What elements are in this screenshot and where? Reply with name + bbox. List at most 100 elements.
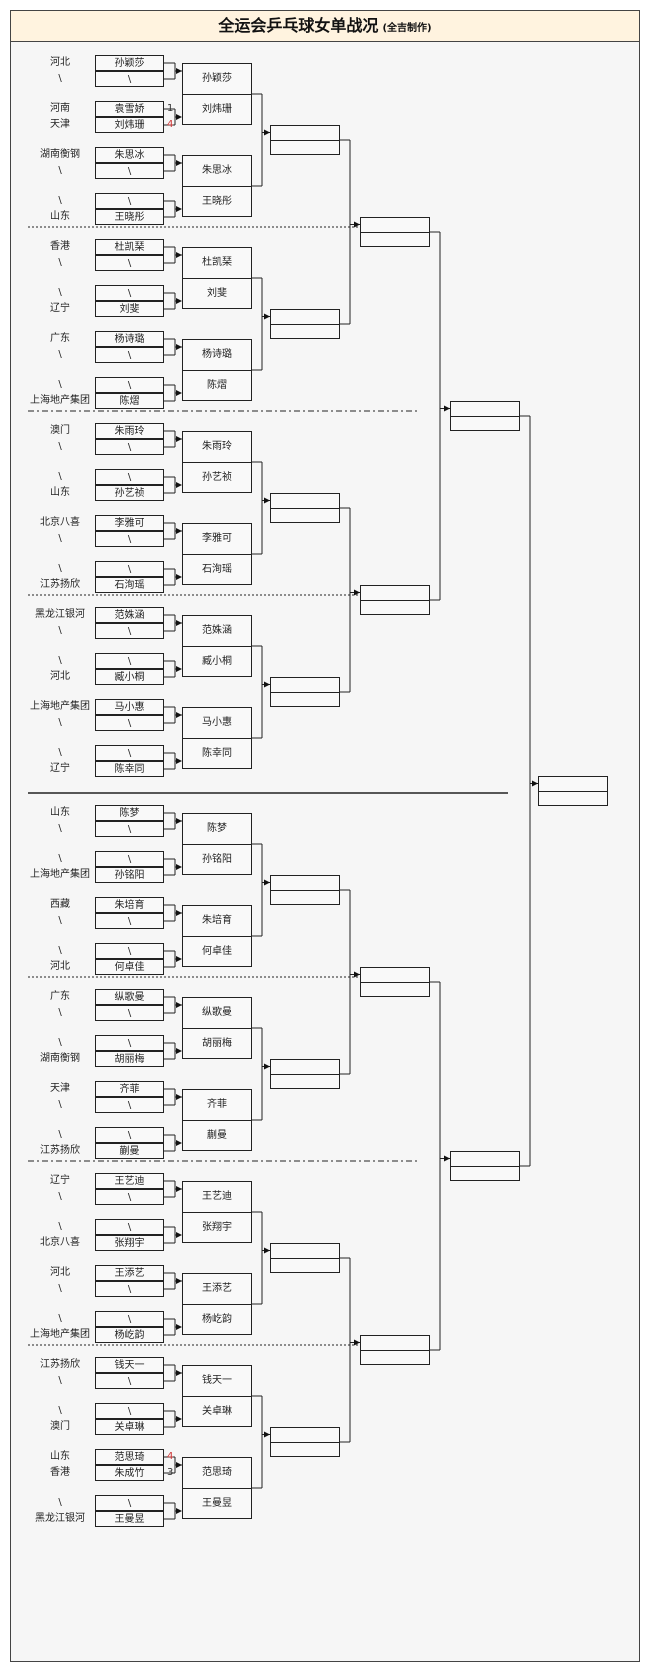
round3-match-slot[interactable] bbox=[271, 1442, 339, 1457]
round2-player[interactable]: 孙颖莎 bbox=[202, 73, 232, 84]
round2-player[interactable]: 杨诗璐 bbox=[202, 349, 232, 360]
quarterfinal-match[interactable] bbox=[360, 967, 430, 997]
round2-player[interactable]: 纵歌曼 bbox=[202, 1007, 232, 1018]
player-slot[interactable]: 石洵瑶 bbox=[95, 577, 164, 593]
round2-player[interactable]: 何卓佳 bbox=[183, 936, 251, 967]
quarterfinal-match-slot[interactable] bbox=[361, 982, 429, 997]
player-slot[interactable]: \ bbox=[95, 715, 164, 731]
player-slot[interactable]: \ bbox=[95, 285, 164, 301]
round2-match[interactable]: 杜凯琹刘斐 bbox=[182, 247, 252, 309]
round3-match[interactable] bbox=[270, 677, 340, 707]
semifinal-match-slot[interactable] bbox=[451, 1166, 519, 1181]
player-slot[interactable]: 杜凯琹 bbox=[95, 239, 164, 255]
player-slot[interactable]: \ bbox=[95, 1495, 164, 1511]
quarterfinal-match-slot[interactable] bbox=[361, 1350, 429, 1365]
player-slot[interactable]: \ bbox=[95, 943, 164, 959]
round2-player[interactable]: 王艺迪 bbox=[202, 1191, 232, 1202]
player-slot[interactable]: \ bbox=[95, 653, 164, 669]
player-slot[interactable]: 孙铭阳 bbox=[95, 867, 164, 883]
player-slot[interactable]: \ bbox=[95, 913, 164, 929]
player-slot[interactable]: \ bbox=[95, 1311, 164, 1327]
player-slot[interactable]: 王艺迪 bbox=[95, 1173, 164, 1189]
round2-match[interactable]: 李雅可石洵瑶 bbox=[182, 523, 252, 585]
semifinal-match[interactable] bbox=[450, 401, 520, 431]
round2-match[interactable]: 马小惠陈幸同 bbox=[182, 707, 252, 769]
semifinal-match-slot[interactable] bbox=[451, 1152, 519, 1166]
player-slot[interactable]: 臧小桐 bbox=[95, 669, 164, 685]
player-slot[interactable]: \ bbox=[95, 71, 164, 87]
round2-player[interactable]: 朱思冰 bbox=[202, 165, 232, 176]
player-slot[interactable]: \ bbox=[95, 439, 164, 455]
player-slot[interactable]: 陈幸同 bbox=[95, 761, 164, 777]
quarterfinal-match[interactable] bbox=[360, 1335, 430, 1365]
round2-player[interactable]: 刘炜珊 bbox=[183, 94, 251, 125]
round2-player[interactable]: 杨屹韵 bbox=[183, 1304, 251, 1335]
quarterfinal-match-slot[interactable] bbox=[361, 586, 429, 600]
final-match[interactable] bbox=[538, 776, 608, 806]
player-slot[interactable]: \ bbox=[95, 1189, 164, 1205]
round2-player[interactable]: 范姝涵 bbox=[202, 625, 232, 636]
round3-match-slot[interactable] bbox=[271, 1258, 339, 1273]
round2-match[interactable]: 孙颖莎刘炜珊 bbox=[182, 63, 252, 125]
player-slot[interactable]: 马小惠 bbox=[95, 699, 164, 715]
semifinal-match-slot[interactable] bbox=[451, 416, 519, 431]
round3-match-slot[interactable] bbox=[271, 1244, 339, 1258]
round3-match[interactable] bbox=[270, 309, 340, 339]
round2-player[interactable]: 张翔宇 bbox=[183, 1212, 251, 1243]
round2-match[interactable]: 朱培育何卓佳 bbox=[182, 905, 252, 967]
round2-player[interactable]: 马小惠 bbox=[202, 717, 232, 728]
player-slot[interactable]: \ bbox=[95, 469, 164, 485]
player-slot[interactable]: 张翔宇 bbox=[95, 1235, 164, 1251]
player-slot[interactable]: \ bbox=[95, 193, 164, 209]
round2-match[interactable]: 范思琦王曼昱 bbox=[182, 1457, 252, 1519]
round2-match[interactable]: 杨诗璐陈熠 bbox=[182, 339, 252, 401]
player-slot[interactable]: \ bbox=[95, 561, 164, 577]
round2-player[interactable]: 朱培育 bbox=[202, 915, 232, 926]
player-slot[interactable]: 胡丽梅 bbox=[95, 1051, 164, 1067]
round2-player[interactable]: 蒯曼 bbox=[183, 1120, 251, 1151]
semifinal-match[interactable] bbox=[450, 1151, 520, 1181]
player-slot[interactable]: 杨诗璐 bbox=[95, 331, 164, 347]
round3-match-slot[interactable] bbox=[271, 126, 339, 140]
round2-match[interactable]: 钱天一关卓琳 bbox=[182, 1365, 252, 1427]
player-slot[interactable]: \ bbox=[95, 1005, 164, 1021]
quarterfinal-match[interactable] bbox=[360, 585, 430, 615]
round2-player[interactable]: 胡丽梅 bbox=[183, 1028, 251, 1059]
round2-player[interactable]: 臧小桐 bbox=[183, 646, 251, 677]
round2-player[interactable]: 朱雨玲 bbox=[202, 441, 232, 452]
player-slot[interactable]: 何卓佳 bbox=[95, 959, 164, 975]
player-slot[interactable]: 王添艺 bbox=[95, 1265, 164, 1281]
round3-match[interactable] bbox=[270, 875, 340, 905]
round2-player[interactable]: 陈幸同 bbox=[183, 738, 251, 769]
player-slot[interactable]: \ bbox=[95, 163, 164, 179]
player-slot[interactable]: 齐菲 bbox=[95, 1081, 164, 1097]
round2-player[interactable]: 齐菲 bbox=[207, 1099, 227, 1110]
round3-match[interactable] bbox=[270, 1059, 340, 1089]
player-slot[interactable]: 李雅可 bbox=[95, 515, 164, 531]
round3-match-slot[interactable] bbox=[271, 494, 339, 508]
round3-match-slot[interactable] bbox=[271, 1428, 339, 1442]
final-match-slot[interactable] bbox=[539, 791, 607, 806]
player-slot[interactable]: \ bbox=[95, 851, 164, 867]
player-slot[interactable]: 王晓彤 bbox=[95, 209, 164, 225]
round3-match[interactable] bbox=[270, 493, 340, 523]
round2-player[interactable]: 石洵瑶 bbox=[183, 554, 251, 585]
round2-match[interactable]: 陈梦孙铭阳 bbox=[182, 813, 252, 875]
player-slot[interactable]: \ bbox=[95, 745, 164, 761]
player-slot[interactable]: \ bbox=[95, 531, 164, 547]
quarterfinal-match-slot[interactable] bbox=[361, 1336, 429, 1350]
round3-match[interactable] bbox=[270, 1243, 340, 1273]
round2-player[interactable]: 孙铭阳 bbox=[183, 844, 251, 875]
round3-match-slot[interactable] bbox=[271, 890, 339, 905]
round3-match[interactable] bbox=[270, 1427, 340, 1457]
player-slot[interactable]: 朱思冰 bbox=[95, 147, 164, 163]
round2-player[interactable]: 刘斐 bbox=[183, 278, 251, 309]
round2-match[interactable]: 纵歌曼胡丽梅 bbox=[182, 997, 252, 1059]
player-slot[interactable]: 朱成竹 bbox=[95, 1465, 164, 1481]
quarterfinal-match-slot[interactable] bbox=[361, 232, 429, 247]
player-slot[interactable]: 朱培育 bbox=[95, 897, 164, 913]
round2-match[interactable]: 朱雨玲孙艺祯 bbox=[182, 431, 252, 493]
round2-player[interactable]: 王晓彤 bbox=[183, 186, 251, 217]
round3-match-slot[interactable] bbox=[271, 140, 339, 155]
round3-match-slot[interactable] bbox=[271, 1060, 339, 1074]
